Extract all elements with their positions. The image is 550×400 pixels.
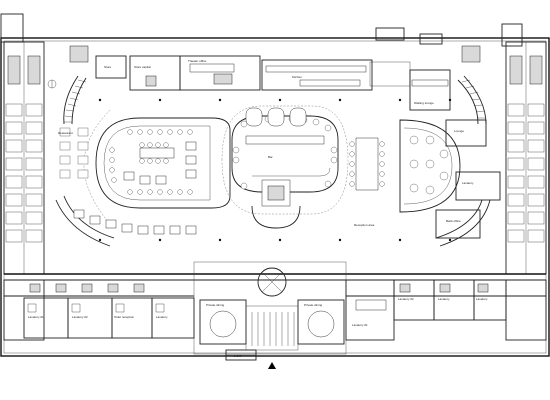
label-lower-left-2: Lavatory 02	[72, 315, 88, 319]
label-store: Store	[104, 65, 112, 69]
label-lounge: Lounge	[454, 129, 464, 133]
lower-left-rooms	[3, 279, 195, 341]
room-labels: Store Store capital Theater office Kitch…	[28, 59, 488, 358]
north-arrow-icon	[47, 79, 57, 89]
label-lower-right-1: Lavatory 01	[352, 323, 368, 327]
label-reception: Reception area	[354, 223, 375, 227]
right-toilet-block	[505, 41, 547, 275]
label-private-dining-left: Private dining	[206, 303, 225, 307]
label-bar: Bar	[268, 155, 273, 159]
label-lower-left-1: Lavatory 01	[28, 315, 44, 319]
label-waiting-lounge: Waiting lounge	[414, 101, 434, 105]
label-theater-office: Theater office	[188, 59, 207, 63]
restaurant-outer-seating	[59, 109, 197, 235]
label-lower-right-2: Lavatory 02	[398, 297, 414, 301]
label-restaurant: Restaurant	[58, 131, 73, 135]
label-lavatory: Lavatory	[462, 181, 474, 185]
restaurant-curve	[95, 117, 231, 209]
right-lounge	[399, 119, 501, 239]
bar-top-booths	[245, 107, 307, 127]
label-lower-left-4: Lavatory	[156, 315, 168, 319]
entrance-triangle-icon	[268, 362, 276, 369]
label-store-capital: Store capital	[134, 65, 151, 69]
center-right-tables	[349, 137, 385, 191]
label-private-dining-right: Private dining	[304, 303, 323, 307]
structural-columns	[98, 98, 452, 242]
top-rooms	[69, 45, 481, 111]
label-lower-right-3: Lavatory	[438, 297, 450, 301]
left-curved-stair	[55, 75, 115, 247]
label-lower-left-3: Toilet reception	[114, 315, 135, 319]
label-back-office: Back office	[446, 219, 461, 223]
central-entrance	[193, 261, 347, 355]
left-toilet-block	[3, 41, 45, 275]
label-scale: 1:100	[234, 354, 242, 358]
lower-right-rooms	[345, 279, 547, 341]
right-curved-stair	[435, 75, 491, 247]
central-bar	[221, 105, 349, 229]
label-lower-right-4: Lavatory	[476, 297, 488, 301]
label-kitchen: Kitchen	[292, 75, 302, 79]
